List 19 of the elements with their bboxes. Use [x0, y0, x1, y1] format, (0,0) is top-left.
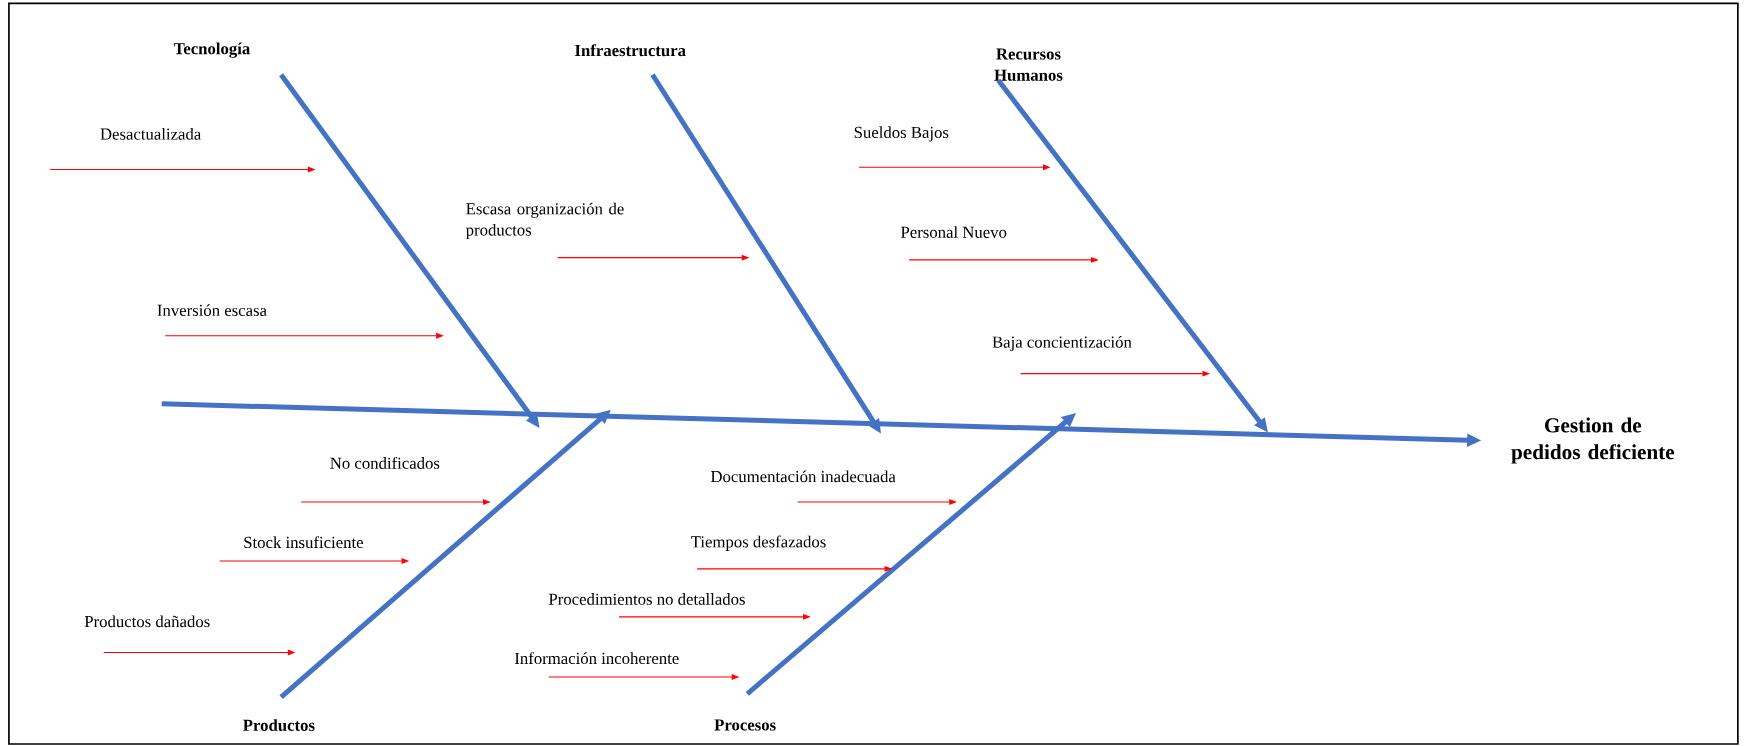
- cause-label: Documentación inadecuada: [710, 470, 896, 483]
- effect-label: Gestion de pedidos deficiente: [1511, 417, 1675, 464]
- cause-label: Sueldos Bajos: [854, 126, 949, 142]
- cause-label: Baja concientización: [992, 335, 1132, 352]
- cause-label: No condificados: [330, 456, 440, 469]
- category-label: Infraestructura: [575, 44, 686, 57]
- cause-label: Escasa organización de productos: [465, 202, 624, 239]
- category-label: Tecnología: [173, 42, 250, 58]
- category-label: Recursos Humanos: [994, 48, 1063, 81]
- cause-label: Desactualizada: [100, 127, 201, 140]
- category-label: Procesos: [714, 719, 776, 731]
- cause-label: Personal Nuevo: [901, 226, 1007, 238]
- cause-label: Productos dañados: [84, 615, 210, 628]
- cause-label: Información incoherente: [514, 652, 679, 664]
- cause-label: Inversión escasa: [157, 304, 267, 316]
- category-label: Productos: [243, 719, 315, 731]
- cause-label: Procedimientos no detallados: [548, 593, 745, 605]
- cause-label: Tiempos desfazados: [691, 535, 826, 551]
- cause-label: Stock insuficiente: [244, 536, 363, 548]
